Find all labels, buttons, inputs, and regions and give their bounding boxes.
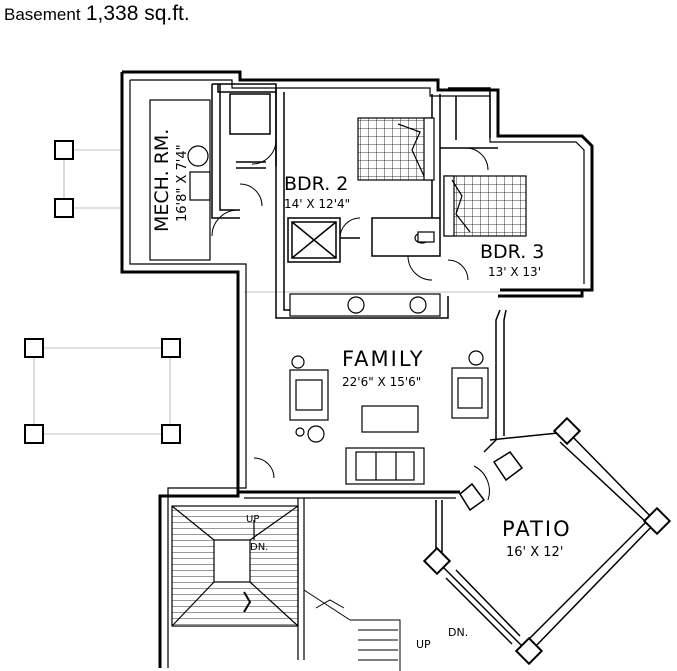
family-furniture	[289, 350, 489, 485]
bed-bdr3	[443, 175, 527, 237]
pier	[642, 506, 672, 536]
family-name: FAMILY	[342, 347, 425, 371]
mech-room	[149, 99, 211, 261]
bdr3-name: BDR. 3	[480, 241, 544, 263]
bed-bdr2	[357, 117, 435, 181]
pier	[54, 198, 74, 218]
doors	[211, 139, 490, 501]
patio	[435, 431, 658, 651]
lower-stair-dn-label: DN.	[448, 626, 468, 639]
pier	[161, 424, 181, 444]
pier	[552, 416, 582, 446]
plan-title: Basement 1,338 sq.ft.	[4, 2, 190, 26]
patio-dims: 16' X 12'	[506, 545, 563, 560]
pier	[54, 140, 74, 160]
pier	[24, 424, 44, 444]
patio-name: PATIO	[502, 517, 572, 541]
pier	[422, 546, 452, 576]
bdr3-dims: 13' X 13'	[488, 265, 541, 279]
exterior-walls	[120, 70, 594, 668]
title-area: 1,338 sq.ft.	[85, 2, 190, 25]
pier	[24, 338, 44, 358]
mech-room-dims: 16'8" X 7'4"	[175, 144, 190, 222]
bdr2-name: BDR. 2	[284, 173, 348, 195]
lower-stair	[303, 589, 401, 671]
guide-lines	[33, 149, 500, 435]
lower-stair-up-label: UP	[416, 638, 431, 651]
stair-dn-label: DN.	[250, 542, 268, 553]
mech-room-name: MECH. RM.	[151, 129, 173, 232]
patio-columns	[422, 416, 672, 666]
stair-up-label: UP	[246, 514, 259, 525]
fireplace	[459, 450, 524, 512]
title-label: Basement	[4, 5, 81, 24]
bdr2-dims: 14' X 12'4"	[284, 197, 350, 211]
bay-window	[483, 309, 507, 453]
stairwell	[171, 505, 299, 627]
pier	[514, 636, 544, 666]
pier	[161, 338, 181, 358]
family-dims: 22'6" X 15'6"	[342, 375, 421, 389]
fixtures	[289, 231, 441, 317]
columns	[24, 140, 181, 444]
